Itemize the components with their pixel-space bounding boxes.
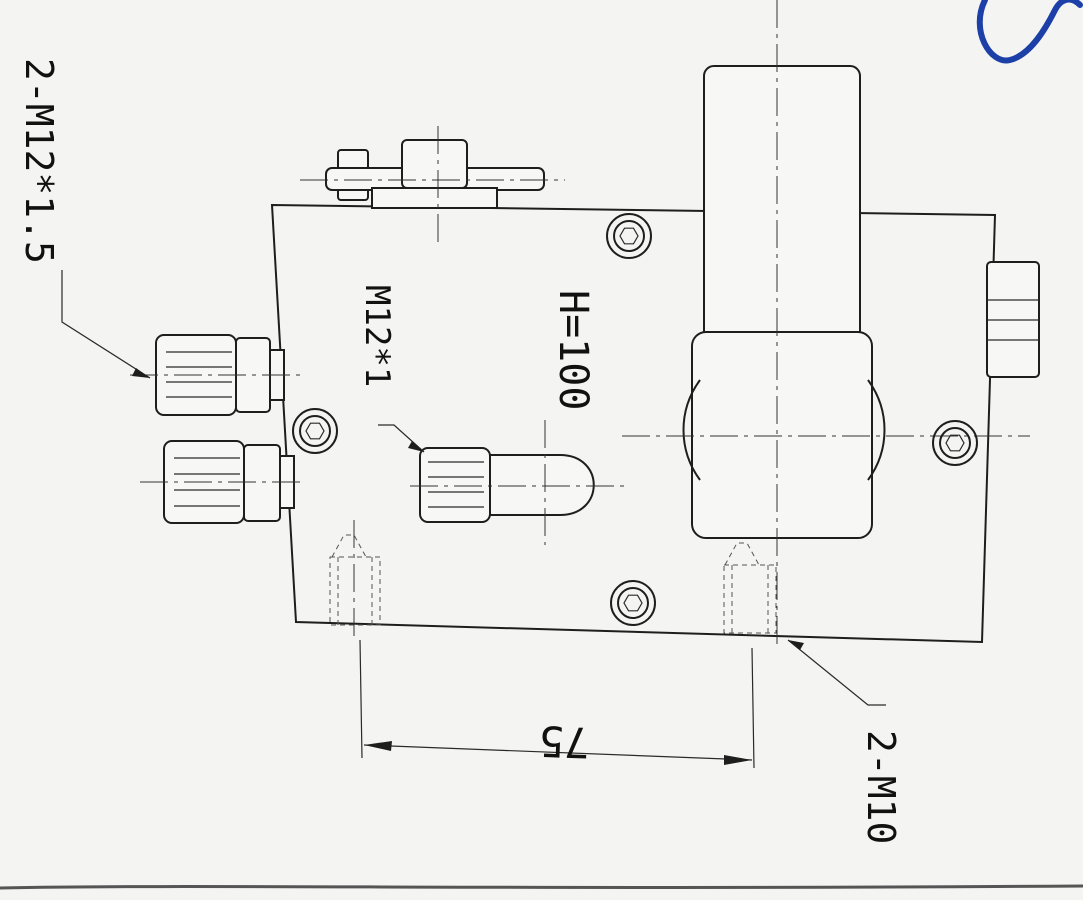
label-gauge-port: M12*1	[357, 285, 397, 387]
solenoid-housing	[622, 0, 1030, 648]
tapped-hole-left	[329, 520, 381, 640]
gauge-port-fitting	[410, 420, 630, 545]
leader-outlet-ports	[61, 270, 151, 379]
leader-mounting-threads	[787, 639, 886, 706]
dimension-75	[359, 639, 755, 769]
valve-body	[270, 203, 997, 644]
top-lever	[300, 126, 565, 245]
label-height: H=100	[550, 290, 596, 410]
label-outlet-ports: 2-M12*1.5	[17, 58, 61, 264]
outlet-fitting-lower	[140, 440, 306, 524]
pen-mark	[976, 0, 1083, 64]
screw-bottom	[610, 580, 656, 626]
outlet-fitting-upper	[130, 334, 300, 416]
paper-edge	[0, 884, 1083, 890]
screw-right	[932, 420, 978, 466]
screw-top-left	[606, 213, 652, 259]
label-dimension-75: 75	[538, 716, 590, 767]
screw-left	[292, 408, 338, 454]
knurled-knob	[986, 261, 1040, 378]
tapped-hole-right	[723, 542, 777, 634]
label-mounting-threads: 2-M10	[859, 730, 903, 844]
